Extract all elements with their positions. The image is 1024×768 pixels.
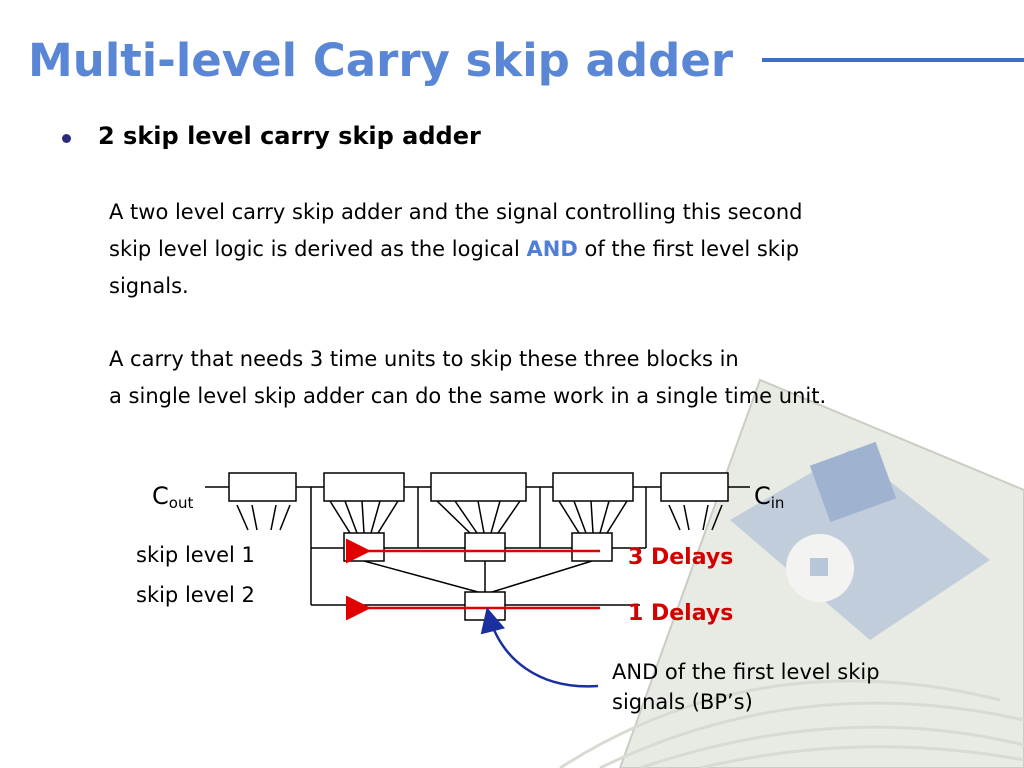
three-delays-label: 3 Delays bbox=[628, 545, 734, 570]
paragraph-2-line-2: a single level skip adder can do the sam… bbox=[109, 384, 827, 408]
one-delays-label: 1 Delays bbox=[628, 601, 734, 626]
skip-mux-1 bbox=[343, 532, 385, 562]
adder-block-3 bbox=[430, 472, 527, 502]
and-annotation-line-1: AND of the first level skip bbox=[612, 660, 880, 684]
paragraph-1-line-2-post: of the first level skip bbox=[577, 237, 800, 261]
paragraph-1-line-1: A two level carry skip adder and the sig… bbox=[109, 200, 803, 224]
and-annotation: AND of the first level skip signals (BP’… bbox=[612, 657, 880, 717]
paragraph-2: A carry that needs 3 time units to skip … bbox=[109, 341, 826, 415]
paragraph-1: A two level carry skip adder and the sig… bbox=[109, 194, 802, 305]
bullet-icon bbox=[62, 134, 71, 143]
paragraph-1-line-2: skip level logic is derived as the logic… bbox=[109, 231, 802, 268]
skip-level-1-label: skip level 1 bbox=[136, 543, 255, 567]
cin-label: Cin bbox=[754, 482, 785, 512]
and-annotation-line-2: signals (BP’s) bbox=[612, 690, 753, 714]
skip-and-gate-level-2 bbox=[464, 591, 506, 621]
cout-label: Cout bbox=[152, 482, 194, 512]
bullet-heading: 2 skip level carry skip adder bbox=[98, 122, 481, 150]
annotation-arrow bbox=[480, 607, 599, 688]
paragraph-2-line-1: A carry that needs 3 time units to skip … bbox=[109, 347, 739, 371]
adder-block-1 bbox=[228, 472, 297, 502]
skip-level-2-label: skip level 2 bbox=[136, 583, 255, 607]
slide-title: Multi-level Carry skip adder bbox=[28, 34, 734, 87]
paragraph-1-line-2-pre: skip level logic is derived as the logic… bbox=[109, 237, 527, 261]
title-underline-rule bbox=[762, 58, 1024, 62]
skip-mux-3 bbox=[571, 532, 613, 562]
adder-block-2 bbox=[323, 472, 405, 502]
paragraph-1-line-3: signals. bbox=[109, 274, 189, 298]
skip-mux-2 bbox=[464, 532, 506, 562]
adder-block-5 bbox=[660, 472, 729, 502]
and-keyword: AND bbox=[526, 237, 578, 261]
adder-block-4 bbox=[552, 472, 634, 502]
